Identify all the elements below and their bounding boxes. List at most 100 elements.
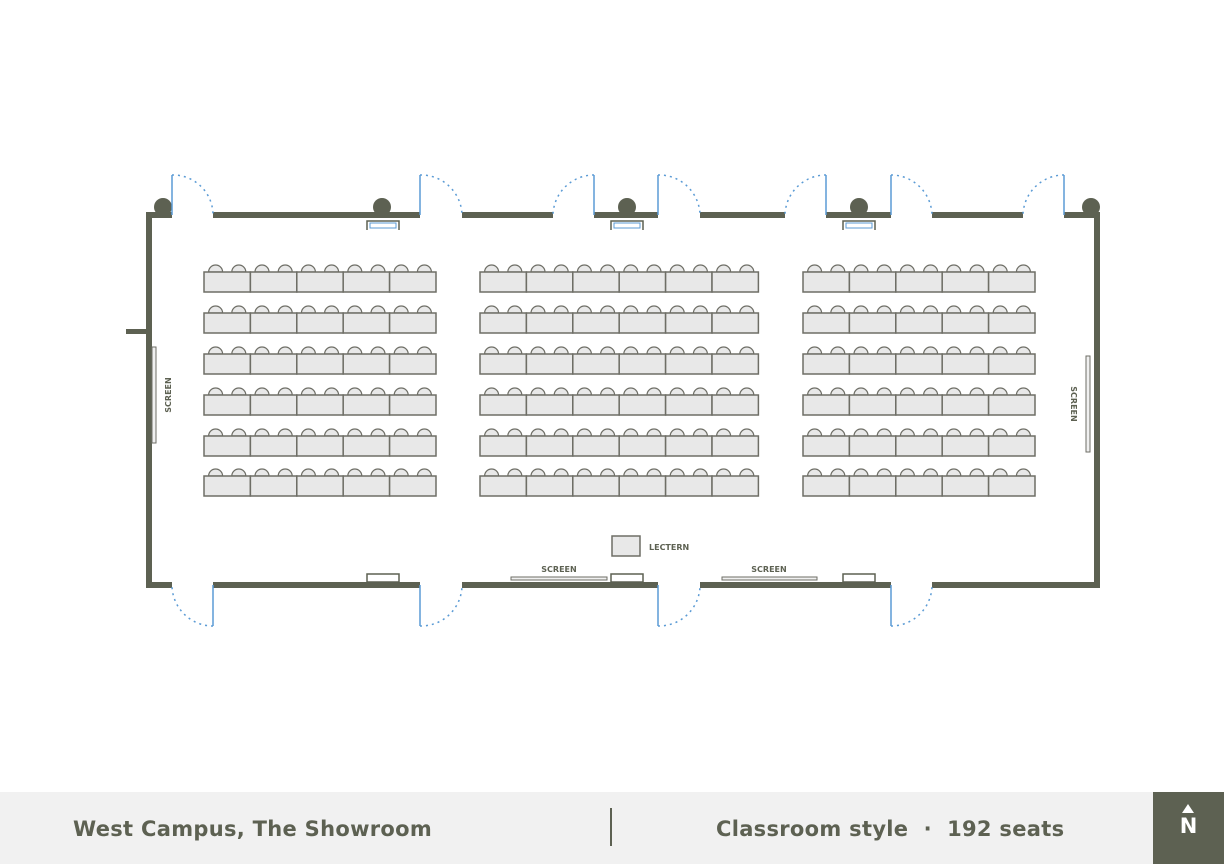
table [479,271,528,293]
chair [830,468,846,477]
table [572,475,620,497]
chair [576,428,593,437]
window [366,220,400,230]
table [203,353,252,375]
column [154,198,172,216]
chair [507,468,523,477]
chair [669,305,685,314]
table [342,312,391,334]
chair [370,387,386,396]
table [525,353,574,375]
table-group-right [802,264,1036,497]
chair [946,387,962,396]
chair [599,468,616,477]
table [618,435,667,457]
door-bottom-2 [419,584,463,627]
chair [692,346,709,355]
table-group-left [203,264,437,497]
chair [646,305,662,314]
chair [347,387,363,396]
chair [922,264,939,273]
door-bottom-3 [657,584,701,627]
footer: West Campus, The Showroom Classroom styl… [0,792,1224,864]
table [296,271,344,293]
chair [715,264,732,273]
chair [393,428,409,437]
table [895,394,943,416]
chair [277,468,293,477]
window [610,220,644,230]
chair [739,428,755,437]
chair [576,387,593,396]
door-top-5 [784,174,827,216]
chair [669,346,685,355]
chair [207,264,224,273]
chair [806,305,823,314]
table [987,312,1036,334]
chair [692,468,709,477]
chair [646,468,662,477]
footer-divider [610,808,612,846]
table [388,435,437,457]
chair [623,305,639,314]
screen-left [151,346,157,444]
chair [830,428,846,437]
chair [553,305,569,314]
doors[interactable] [171,174,1065,627]
screen-bottom-2 [721,576,818,581]
chair [207,305,224,314]
chair [231,468,247,477]
chair [553,468,569,477]
table [525,271,574,293]
table [664,394,713,416]
chair [507,387,523,396]
table [479,435,528,457]
chair [393,305,409,314]
chair [646,346,662,355]
chair [992,305,1008,314]
north-indicator: N [1153,792,1224,864]
chair [207,346,224,355]
chair [922,428,939,437]
chair [416,468,433,477]
table [572,312,620,334]
cabinet [610,573,644,583]
door-top-3 [552,174,595,216]
chair [806,468,823,477]
chair [992,387,1008,396]
table [618,394,667,416]
chair [370,305,386,314]
chair [992,346,1008,355]
chair [207,428,224,437]
chair [576,346,593,355]
chair [806,264,823,273]
table [342,271,391,293]
chair [830,346,846,355]
chair [692,305,709,314]
table [848,271,897,293]
chair [483,346,500,355]
chair [969,264,985,273]
chair [830,387,846,396]
chair [853,305,869,314]
chair [507,346,523,355]
chair [1015,305,1032,314]
table [664,271,713,293]
chair [576,468,593,477]
chair [692,387,709,396]
chair [347,428,363,437]
chair [623,428,639,437]
window [842,220,876,230]
table [296,435,344,457]
table [711,353,760,375]
table [664,435,713,457]
table [525,435,574,457]
chair [416,346,433,355]
chair [370,346,386,355]
chair [876,468,892,477]
table [987,475,1036,497]
columns [154,198,1100,216]
chair [876,264,892,273]
chair [992,468,1008,477]
chair [347,264,363,273]
